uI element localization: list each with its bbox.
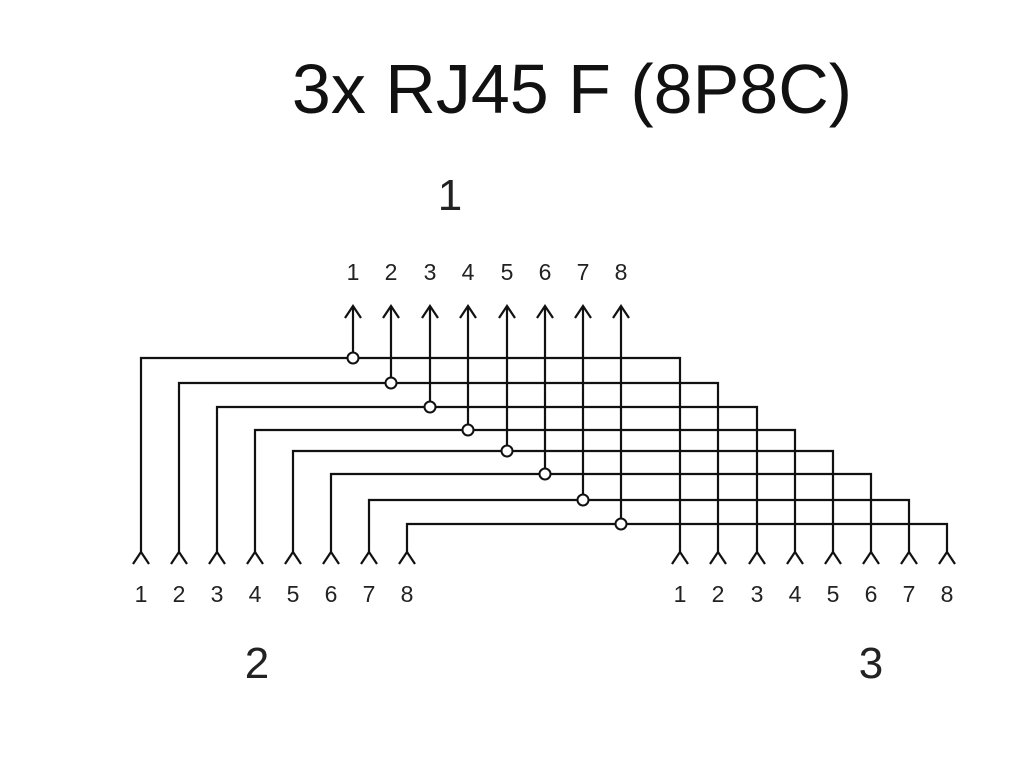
pin-arrow-c1-2 xyxy=(382,304,400,319)
bus-wire-pin-4 xyxy=(253,428,797,552)
bus-wire-pin-1 xyxy=(139,356,682,552)
pin-arrow-c1-7 xyxy=(574,304,592,319)
pin-label-c1-7: 7 xyxy=(577,259,590,285)
junction-pin-1 xyxy=(346,351,360,365)
pin-label-c2-3: 3 xyxy=(211,581,224,607)
junction-pin-5 xyxy=(500,444,514,458)
pin-arrow-c2-8 xyxy=(398,550,416,565)
junction-pin-6 xyxy=(538,467,552,481)
pin-label-c3-6: 6 xyxy=(865,581,878,607)
pin-label-c3-2: 2 xyxy=(712,581,725,607)
bus-wire-pin-5 xyxy=(291,449,835,552)
pin-label-c2-7: 7 xyxy=(363,581,376,607)
pin-label-c1-1: 1 xyxy=(347,259,360,285)
pin-label-c2-2: 2 xyxy=(173,581,186,607)
junction-pin-7 xyxy=(576,493,590,507)
pin-label-c2-5: 5 xyxy=(287,581,300,607)
diagram-title: 3x RJ45 F (8P8C) xyxy=(291,50,853,128)
pin-arrow-c2-5 xyxy=(284,550,302,565)
pin-label-c1-3: 3 xyxy=(424,259,437,285)
connector-label-2: 2 xyxy=(245,639,269,688)
pin-arrow-c1-5 xyxy=(498,304,516,319)
pin-label-c2-4: 4 xyxy=(249,581,262,607)
pin-label-c3-5: 5 xyxy=(827,581,840,607)
bus-wire-pin-2 xyxy=(177,381,720,552)
pin-arrow-c3-5 xyxy=(824,550,842,565)
bus-wire-pin-3 xyxy=(215,405,759,552)
pin-label-c1-8: 8 xyxy=(615,259,628,285)
pin-label-c2-8: 8 xyxy=(401,581,414,607)
pin-label-c3-8: 8 xyxy=(941,581,954,607)
bus-wire-pin-7 xyxy=(367,498,911,552)
pin-arrow-c3-4 xyxy=(786,550,804,565)
pin-label-c3-1: 1 xyxy=(674,581,687,607)
pin-arrow-c1-8 xyxy=(612,304,630,319)
pin-label-c3-4: 4 xyxy=(789,581,802,607)
pin-arrow-c1-1 xyxy=(344,304,362,319)
pin-arrow-c1-4 xyxy=(459,304,477,319)
junction-pin-3 xyxy=(423,400,437,414)
pin-label-c1-2: 2 xyxy=(385,259,398,285)
bus-wire-pin-8 xyxy=(405,522,949,552)
pins-layer xyxy=(132,304,956,565)
pin-arrow-c3-3 xyxy=(748,550,766,565)
pin-arrow-c2-2 xyxy=(170,550,188,565)
pin-arrow-c2-7 xyxy=(360,550,378,565)
pin-arrow-c2-3 xyxy=(208,550,226,565)
junction-pin-8 xyxy=(614,517,628,531)
pin-arrow-c3-2 xyxy=(709,550,727,565)
pin-label-c3-7: 7 xyxy=(903,581,916,607)
pin-arrow-c3-6 xyxy=(862,550,880,565)
pin-label-c2-6: 6 xyxy=(325,581,338,607)
junction-pin-4 xyxy=(461,423,475,437)
pin-arrow-c1-3 xyxy=(421,304,439,319)
junctions-layer xyxy=(346,351,628,531)
pin-arrow-c3-8 xyxy=(938,550,956,565)
bus-wire-pin-6 xyxy=(329,472,873,552)
pin-label-c1-5: 5 xyxy=(501,259,514,285)
pin-arrow-c1-6 xyxy=(536,304,554,319)
pin-arrow-c3-7 xyxy=(900,550,918,565)
pin-label-c1-6: 6 xyxy=(539,259,552,285)
pin-arrow-c3-1 xyxy=(671,550,689,565)
pin-label-c2-1: 1 xyxy=(135,581,148,607)
pin-arrow-c2-1 xyxy=(132,550,150,565)
pin-label-c3-3: 3 xyxy=(751,581,764,607)
pin-label-c1-4: 4 xyxy=(462,259,475,285)
pin-arrow-c2-6 xyxy=(322,550,340,565)
connector-label-3: 3 xyxy=(859,639,883,688)
wires-layer xyxy=(139,306,949,552)
connector-label-1: 1 xyxy=(438,171,462,220)
pin-arrow-c2-4 xyxy=(246,550,264,565)
junction-pin-2 xyxy=(384,376,398,390)
